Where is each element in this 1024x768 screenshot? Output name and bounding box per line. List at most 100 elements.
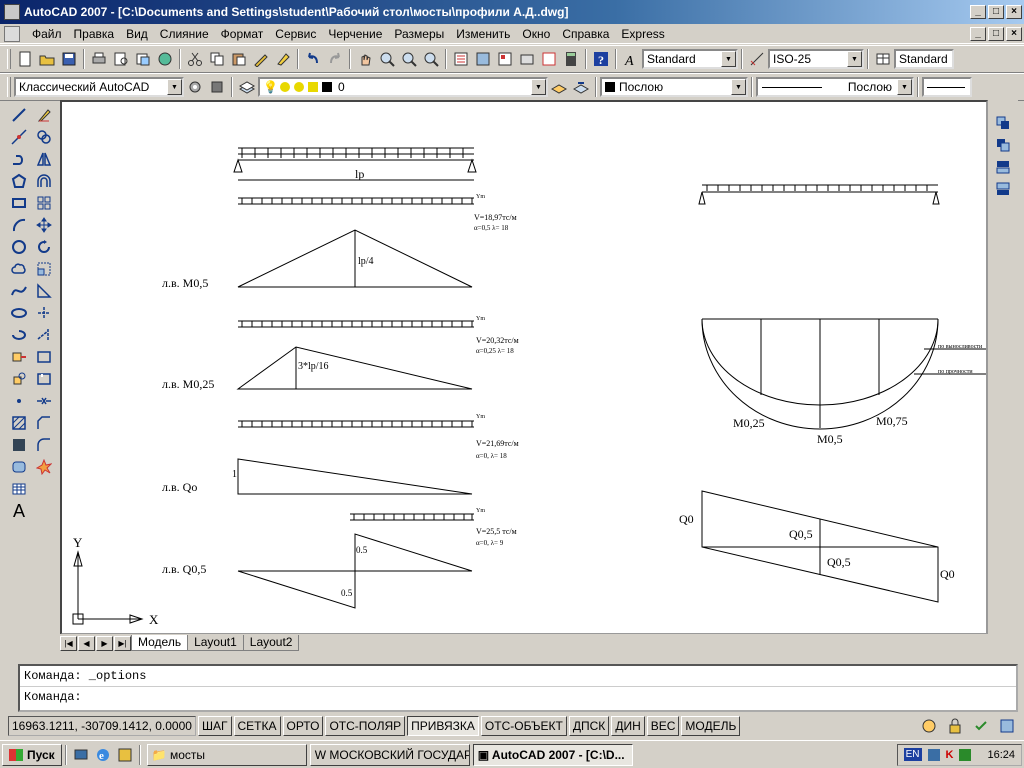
- zoom-previous-icon[interactable]: [420, 48, 442, 70]
- coordinate-readout[interactable]: 16963.1211, -30709.1412, 0.0000: [8, 716, 196, 736]
- gradient-icon[interactable]: [8, 434, 30, 456]
- construction-line-icon[interactable]: [8, 126, 30, 148]
- save-icon[interactable]: [58, 48, 80, 70]
- layer-lock-icon[interactable]: [307, 82, 318, 92]
- polygon-icon[interactable]: [8, 170, 30, 192]
- cut-icon[interactable]: [184, 48, 206, 70]
- layer-on-icon[interactable]: 💡: [263, 80, 278, 94]
- open-icon[interactable]: [36, 48, 58, 70]
- menu-dimension[interactable]: Размеры: [394, 26, 445, 41]
- color-select[interactable]: Послою▼: [600, 77, 748, 97]
- comm-center-icon[interactable]: [918, 715, 940, 737]
- tool-palettes-icon[interactable]: [494, 48, 516, 70]
- undo-icon[interactable]: [302, 48, 324, 70]
- markup-icon[interactable]: [538, 48, 560, 70]
- insert-block-icon[interactable]: [8, 346, 30, 368]
- break-icon[interactable]: [33, 368, 55, 390]
- lineweight-select[interactable]: [922, 77, 972, 97]
- plot-icon[interactable]: [154, 48, 176, 70]
- osnap-toggle[interactable]: ПРИВЯЗКА: [407, 716, 479, 736]
- polar-toggle[interactable]: ОТС-ПОЛЯР: [325, 716, 406, 736]
- region-icon[interactable]: [8, 456, 30, 478]
- chevron-down-icon[interactable]: ▼: [731, 79, 746, 95]
- move-icon[interactable]: [33, 214, 55, 236]
- hatch-icon[interactable]: [8, 412, 30, 434]
- paste-icon[interactable]: [228, 48, 250, 70]
- quicklaunch-icon[interactable]: [114, 744, 136, 766]
- make-block-icon[interactable]: [8, 368, 30, 390]
- app-icon[interactable]: [4, 4, 20, 20]
- block-editor-icon[interactable]: [272, 48, 294, 70]
- layer-manager-icon[interactable]: [236, 76, 258, 98]
- grid-toggle[interactable]: СЕТКА: [233, 716, 281, 736]
- task-autocad[interactable]: ▣ AutoCAD 2007 - [C:\D...: [472, 743, 633, 766]
- last-tab-button[interactable]: ▶|: [114, 635, 131, 651]
- drawing-canvas[interactable]: lp V=18,97тс/м α=0,5 λ= 18 Ym л.в. М0,5 …: [60, 100, 988, 635]
- ellipse-icon[interactable]: [8, 302, 30, 324]
- calculator-icon[interactable]: [560, 48, 582, 70]
- bring-above-icon[interactable]: [992, 156, 1014, 178]
- task-folder[interactable]: 📁 мосты: [146, 743, 307, 766]
- menu-draw[interactable]: Черчение: [328, 26, 383, 41]
- minimize-button[interactable]: _: [970, 5, 986, 19]
- break-at-point-icon[interactable]: [33, 346, 55, 368]
- send-under-icon[interactable]: [992, 178, 1014, 200]
- clean-screen-icon[interactable]: [996, 715, 1018, 737]
- fillet-icon[interactable]: [33, 434, 55, 456]
- point-icon[interactable]: [8, 390, 30, 412]
- menu-modify[interactable]: Изменить: [456, 26, 511, 41]
- erase-icon[interactable]: [33, 104, 55, 126]
- polyline-icon[interactable]: [8, 148, 30, 170]
- ducs-toggle[interactable]: ДПСК: [568, 716, 610, 736]
- menu-edit[interactable]: Правка: [73, 26, 115, 41]
- text-style-select[interactable]: Standard▼: [642, 49, 738, 69]
- revision-cloud-icon[interactable]: [8, 258, 30, 280]
- prev-tab-button[interactable]: ◀: [78, 635, 95, 651]
- workspace-settings-icon[interactable]: [184, 76, 206, 98]
- table-icon[interactable]: [8, 478, 30, 500]
- chevron-down-icon[interactable]: ▼: [897, 79, 912, 95]
- layer-previous-icon[interactable]: [570, 76, 592, 98]
- menu-view[interactable]: Вид: [126, 26, 148, 41]
- table-style-select[interactable]: Standard: [894, 49, 954, 69]
- help-icon[interactable]: ?: [590, 48, 612, 70]
- menu-help[interactable]: Справка: [562, 26, 610, 41]
- copy-icon[interactable]: [206, 48, 228, 70]
- toolbar-grip[interactable]: [7, 49, 11, 69]
- tray-app-icon[interactable]: [959, 748, 972, 761]
- toolbar-grip[interactable]: [7, 77, 11, 97]
- rectangle-icon[interactable]: [8, 192, 30, 214]
- antivirus-icon[interactable]: K: [945, 748, 954, 761]
- text-style-icon[interactable]: A: [620, 48, 642, 70]
- maximize-button[interactable]: □: [988, 5, 1004, 19]
- print-icon[interactable]: [88, 48, 110, 70]
- multiline-text-icon[interactable]: A: [12, 500, 25, 521]
- new-icon[interactable]: [14, 48, 36, 70]
- layer-thaw-icon[interactable]: [279, 82, 290, 92]
- layer-plot-icon[interactable]: [293, 82, 304, 92]
- properties-icon[interactable]: [450, 48, 472, 70]
- send-to-back-icon[interactable]: [992, 134, 1014, 156]
- ellipse-arc-icon[interactable]: [8, 324, 30, 346]
- pan-icon[interactable]: [354, 48, 376, 70]
- lwt-toggle[interactable]: ВЕС: [646, 716, 680, 736]
- stretch-icon[interactable]: [33, 280, 55, 302]
- spline-icon[interactable]: [8, 280, 30, 302]
- document-icon[interactable]: [4, 25, 20, 42]
- dim-style-select[interactable]: ISO-25▼: [768, 49, 864, 69]
- first-tab-button[interactable]: |◀: [60, 635, 77, 651]
- array-icon[interactable]: [33, 192, 55, 214]
- task-word[interactable]: W МОСКОВСКИЙ ГОСУДАР...: [309, 743, 470, 766]
- network-icon[interactable]: [927, 748, 940, 761]
- clock[interactable]: 16:24: [987, 748, 1015, 761]
- workspace-select[interactable]: Классический AutoCAD▼: [14, 77, 184, 97]
- explode-icon[interactable]: [33, 456, 55, 478]
- chevron-down-icon[interactable]: ▼: [167, 79, 182, 95]
- zoom-realtime-icon[interactable]: [376, 48, 398, 70]
- bring-to-front-icon[interactable]: [992, 112, 1014, 134]
- mirror-icon[interactable]: [33, 148, 55, 170]
- dyn-toggle[interactable]: ДИН: [611, 716, 645, 736]
- snap-toggle[interactable]: ШАГ: [198, 716, 232, 736]
- doc-close-button[interactable]: ×: [1006, 27, 1022, 41]
- tab-model[interactable]: Модель: [131, 635, 189, 651]
